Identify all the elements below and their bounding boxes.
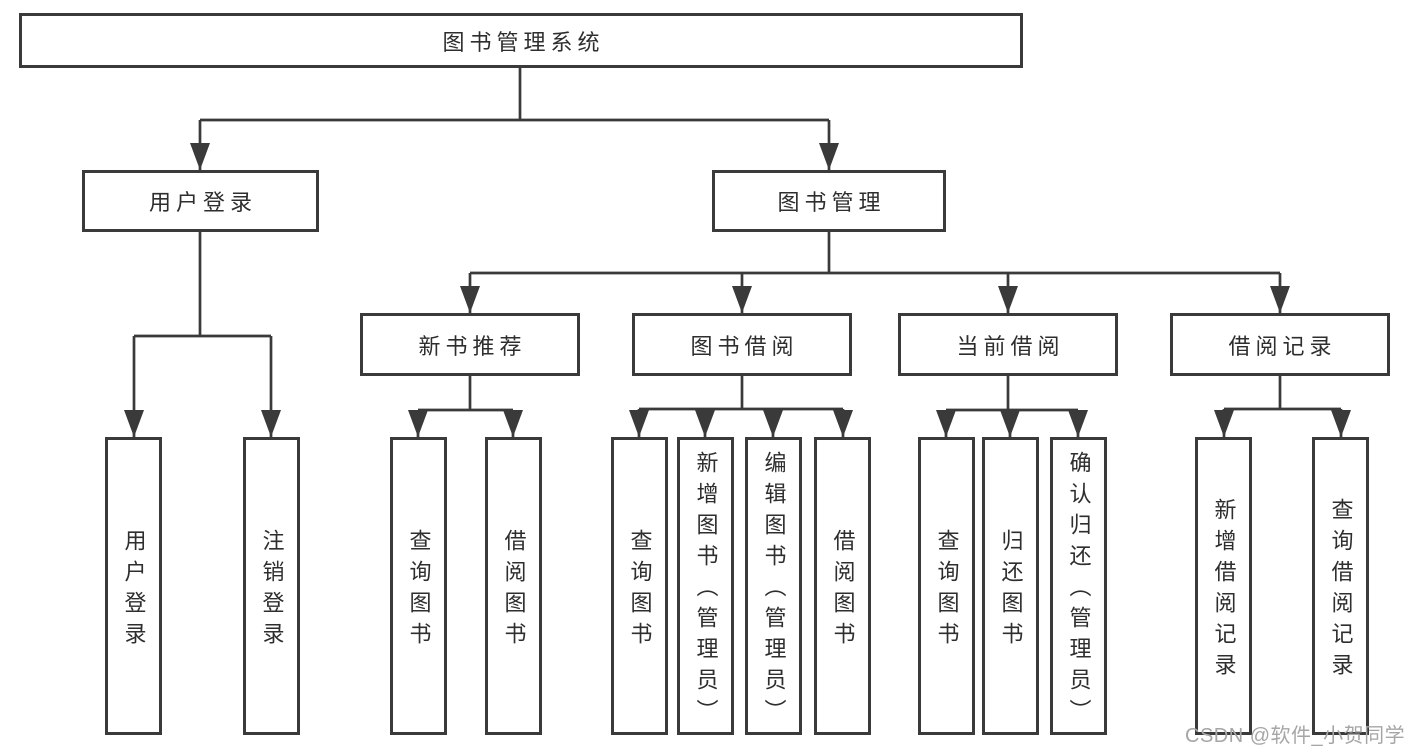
node-new-book-recommend: 新书推荐 (360, 313, 580, 376)
node-current-borrow-label: 当前借阅 (956, 333, 1065, 359)
leaf-bb-add-book-label: 新增图书（管理员） (693, 451, 719, 730)
watermark: CSDN @软件_小贺同学 (1185, 725, 1405, 747)
leaf-nbr-query-book: 查询图书 (390, 437, 447, 735)
leaf-nbr-borrow-book: 借阅图书 (485, 437, 542, 735)
node-borrow-records: 借阅记录 (1170, 313, 1390, 376)
leaf-logout: 注销登录 (243, 437, 300, 735)
leaf-br-add-record-label: 新增借阅记录 (1211, 497, 1237, 684)
leaf-login: 用户登录 (105, 437, 162, 735)
leaf-bb-borrow-book: 借阅图书 (814, 437, 871, 735)
leaf-cb-query-book-label: 查询图书 (934, 528, 960, 653)
node-user-login-label: 用户登录 (148, 190, 257, 215)
leaf-bb-edit-book-label: 编辑图书（管理员） (761, 451, 787, 730)
node-new-book-recommend-label: 新书推荐 (418, 333, 527, 359)
node-user-login: 用户登录 (82, 170, 319, 232)
node-current-borrow: 当前借阅 (898, 313, 1118, 376)
node-borrow-records-label: 借阅记录 (1228, 333, 1337, 359)
leaf-bb-borrow-book-label: 借阅图书 (830, 528, 856, 653)
node-book-management-label: 图书管理 (777, 190, 886, 215)
leaf-br-add-record: 新增借阅记录 (1195, 437, 1252, 735)
node-book-management: 图书管理 (712, 170, 946, 232)
leaf-bb-add-book: 新增图书（管理员） (677, 437, 734, 735)
node-book-borrow: 图书借阅 (632, 313, 852, 376)
connector-skeleton (134, 68, 1341, 412)
leaf-logout-label: 注销登录 (259, 528, 285, 653)
leaf-bb-query-book-label: 查询图书 (627, 528, 653, 653)
leaf-cb-confirm-return: 确认归还（管理员） (1050, 437, 1107, 735)
leaf-bb-edit-book: 编辑图书（管理员） (745, 437, 802, 735)
node-root-label: 图书管理系统 (442, 29, 605, 55)
leaf-br-query-record: 查询借阅记录 (1312, 437, 1369, 735)
leaf-cb-return-book: 归还图书 (982, 437, 1039, 735)
leaf-nbr-borrow-book-label: 借阅图书 (501, 528, 527, 653)
leaf-br-query-record-label: 查询借阅记录 (1328, 497, 1354, 684)
leaf-cb-return-book-label: 归还图书 (998, 528, 1024, 653)
leaf-cb-confirm-return-label: 确认归还（管理员） (1066, 451, 1092, 730)
leaf-cb-query-book: 查询图书 (918, 437, 975, 735)
leaf-login-label: 用户登录 (121, 528, 147, 653)
node-root: 图书管理系统 (19, 13, 1023, 68)
leaf-bb-query-book: 查询图书 (611, 437, 668, 735)
leaf-nbr-query-book-label: 查询图书 (406, 528, 432, 653)
node-book-borrow-label: 图书借阅 (690, 333, 799, 359)
